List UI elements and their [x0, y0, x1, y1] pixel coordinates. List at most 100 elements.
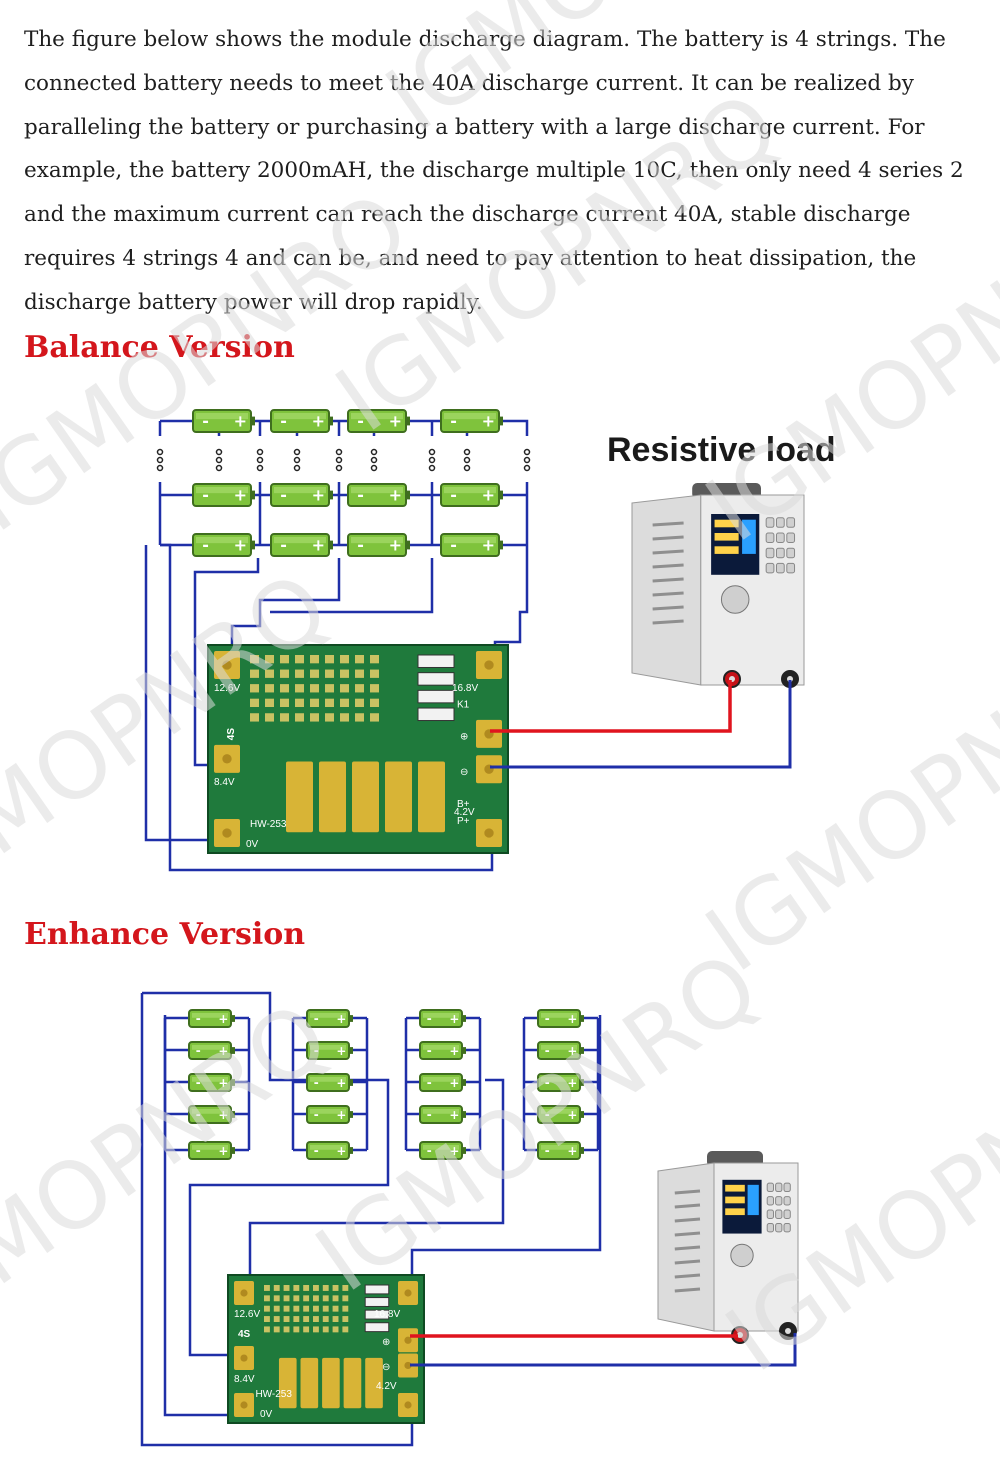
smd-component	[280, 698, 289, 707]
battery-cell-shine	[310, 1013, 346, 1018]
battery-cell-terminal	[349, 1079, 353, 1086]
load-keypad-key	[775, 532, 785, 543]
wire-group-link-2	[248, 1078, 505, 1280]
terminal-post-center	[785, 1328, 791, 1334]
smd-component	[273, 1295, 280, 1302]
load-vent-slot	[674, 1259, 701, 1265]
battery-plus-sign: +	[234, 486, 247, 505]
battery-cell-terminal	[406, 540, 410, 550]
pad-16v	[476, 651, 502, 679]
battery-cell-terminal	[580, 1079, 584, 1086]
wire-main-negative-loop	[140, 993, 414, 1447]
battery-cell: -+	[188, 1105, 235, 1124]
smd-component	[250, 684, 259, 693]
pcb-pad-hole	[240, 1354, 248, 1362]
smd-component	[295, 669, 304, 678]
smd-component	[322, 1305, 329, 1312]
battery-plus-sign: +	[389, 486, 402, 505]
smd-component	[273, 1326, 280, 1333]
battery-cell-terminal	[329, 540, 333, 550]
pad-plus	[398, 1328, 418, 1353]
mosfet-pad	[418, 761, 445, 833]
wire-sense-4v	[160, 543, 494, 872]
pcb-pad-hole	[240, 1289, 248, 1297]
battery-minus-sign: -	[314, 1012, 319, 1026]
smd-component	[265, 698, 274, 707]
battery-cell: -+	[537, 1009, 584, 1028]
battery-minus-sign: -	[202, 535, 209, 554]
battery-plus-sign: +	[218, 1144, 228, 1158]
pad-4v	[476, 819, 502, 847]
smd-component	[250, 669, 259, 678]
load-display-readout	[714, 546, 739, 554]
smd-component	[283, 1305, 290, 1312]
mosfet-pad	[385, 761, 412, 833]
battery-cell-shine	[351, 413, 403, 420]
battery-cell: -+	[306, 1009, 353, 1028]
load-vent-slot	[652, 591, 684, 597]
load-keypad-key	[765, 547, 775, 559]
mosfet-pad	[365, 1357, 383, 1409]
smd-component	[295, 713, 304, 722]
smd-component	[340, 698, 349, 707]
continuation-dot	[523, 448, 531, 456]
continuation-dot	[335, 464, 343, 472]
pcb-pad-hole	[404, 1289, 412, 1297]
pcb-pad-hole	[222, 754, 232, 764]
battery-cell-terminal	[231, 1147, 235, 1154]
smd-component	[280, 669, 289, 678]
smd-component	[313, 1326, 319, 1333]
label-16v: 16.8V	[452, 683, 478, 694]
battery-cell: -+	[306, 1041, 353, 1060]
battery-cell-terminal	[329, 416, 333, 426]
smd-resistor	[417, 672, 455, 686]
load-display-readout	[714, 533, 739, 541]
battery-plus-sign: +	[336, 1108, 346, 1122]
wire-load-negative	[490, 680, 792, 769]
label-plus-terminal: ⊕	[460, 731, 468, 742]
load-vent-slot	[652, 549, 684, 555]
label-4v: 4.2V	[376, 1381, 397, 1392]
load-keypad-key	[766, 1182, 775, 1193]
smd-component	[250, 713, 259, 722]
smd-component	[265, 684, 274, 693]
battery-cell-terminal	[580, 1111, 584, 1118]
battery-minus-sign: -	[280, 535, 287, 554]
smd-resistor	[364, 1322, 390, 1333]
smd-component	[303, 1285, 310, 1291]
battery-cell-shine	[541, 1145, 577, 1150]
load-keypad-key	[783, 1182, 791, 1193]
continuation-dot	[293, 456, 301, 464]
load-vent-slot	[674, 1231, 701, 1237]
battery-cell-shine	[196, 413, 248, 420]
label-0v: 0V	[260, 1409, 273, 1420]
load-vent-slot	[652, 535, 684, 541]
smd-component	[273, 1316, 280, 1322]
battery-cell-shine	[310, 1145, 346, 1150]
battery-plus-sign: +	[336, 1044, 346, 1058]
load-vent-slot	[652, 619, 684, 625]
battery-cell-shine	[196, 537, 248, 544]
smd-component	[332, 1305, 339, 1312]
load-vent-slot	[674, 1287, 701, 1293]
battery-cell-terminal	[462, 1015, 466, 1022]
smd-component	[340, 713, 349, 722]
battery-cell: -+	[537, 1073, 584, 1092]
continuation-dot	[256, 456, 264, 464]
battery-minus-sign: -	[450, 485, 457, 504]
battery-cell: -+	[188, 1009, 235, 1028]
battery-plus-sign: +	[218, 1076, 228, 1090]
load-vent-slot	[674, 1245, 701, 1251]
battery-minus-sign: -	[196, 1012, 201, 1026]
smd-component	[273, 1305, 280, 1312]
continuation-dot	[156, 448, 164, 456]
load-keypad-key	[775, 1182, 783, 1193]
smd-component	[322, 1326, 329, 1333]
battery-plus-sign: +	[449, 1108, 459, 1122]
battery-minus-sign: -	[196, 1076, 201, 1090]
load-vent-slot	[674, 1273, 701, 1279]
continuation-dot	[335, 456, 343, 464]
pad-0v	[234, 1393, 254, 1417]
continuation-dot	[428, 464, 436, 472]
